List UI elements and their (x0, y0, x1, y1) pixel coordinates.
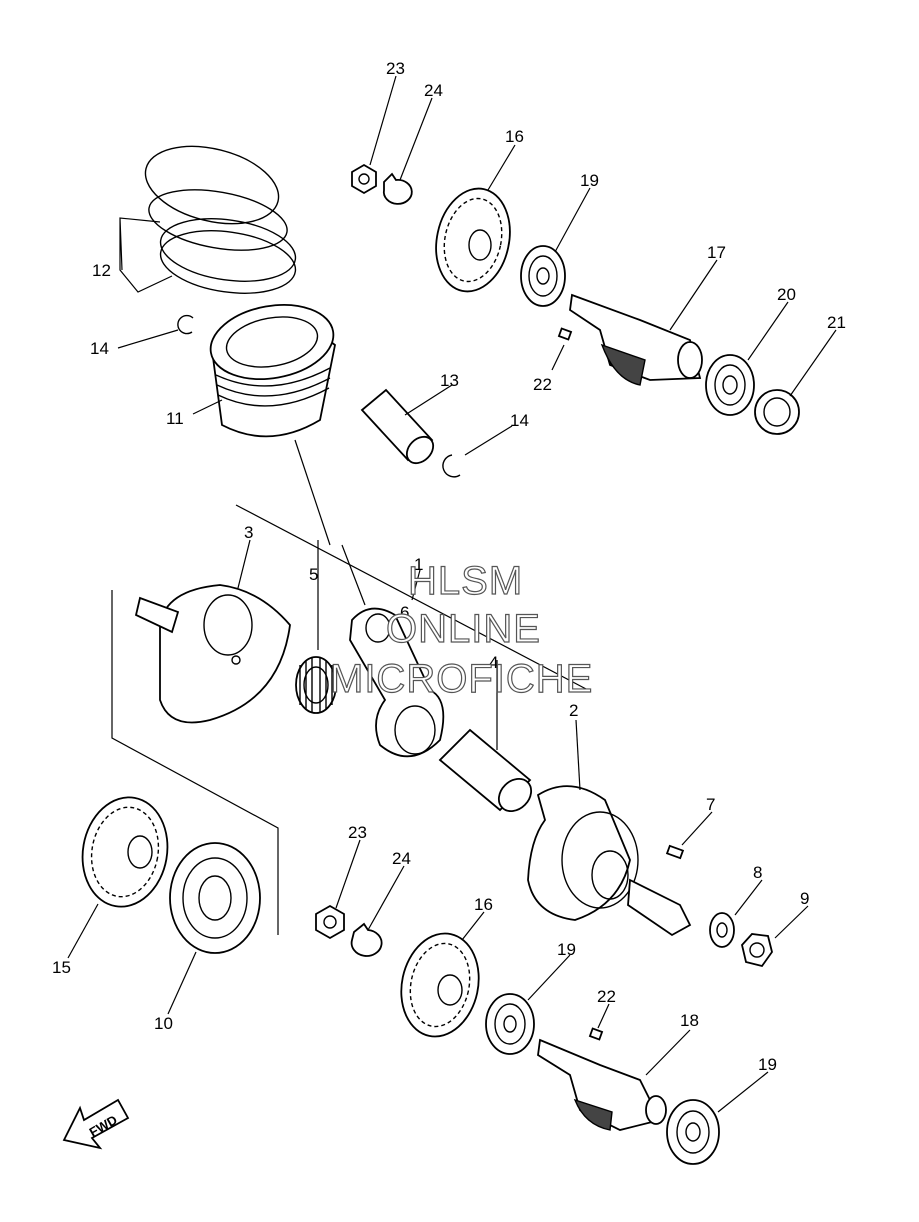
connecting-rod (349, 607, 445, 758)
callout-8: 8 (753, 863, 762, 882)
balancer-gear-bottom (400, 932, 480, 1038)
crank-nut-9 (741, 933, 773, 968)
oil-seal-21 (754, 389, 800, 435)
callout-16-top: 16 (505, 127, 524, 146)
piston (209, 304, 336, 438)
crank-web-left (134, 584, 291, 724)
crank-web-right (527, 785, 692, 937)
fwd-arrow-icon: FWD (62, 1098, 130, 1150)
piston-pin (360, 388, 435, 465)
callout-22-bottom: 22 (597, 987, 616, 1006)
woodruff-key-bottom (588, 1027, 604, 1041)
piston-rings (144, 145, 297, 294)
callout-21: 21 (827, 313, 846, 332)
main-bearing (169, 842, 261, 954)
crank-nut-bottom (315, 904, 345, 940)
needle-bearing (295, 656, 337, 714)
piston-pin-clip-right (442, 454, 461, 478)
callout-15: 15 (52, 958, 71, 977)
callout-6: 6 (400, 603, 409, 622)
bearing-20 (705, 354, 755, 416)
watermark-line-2: ONLINE (386, 607, 541, 651)
callout-14-left: 14 (90, 339, 109, 358)
callout-22-top: 22 (533, 375, 552, 394)
callout-14-right: 14 (510, 411, 529, 430)
primary-drive-gear (81, 796, 169, 908)
callout-labels: 23 24 16 19 17 20 21 22 12 14 11 13 14 3… (52, 59, 846, 1074)
bearing-bottom (666, 1099, 720, 1165)
bearing-mid (485, 993, 535, 1055)
callout-23-bottom: 23 (348, 823, 367, 842)
callout-3: 3 (244, 523, 253, 542)
callout-19-top: 19 (580, 171, 599, 190)
callout-17: 17 (707, 243, 726, 262)
bearing-top (520, 245, 566, 307)
callout-13: 13 (440, 371, 459, 390)
woodruff-key-crank (665, 844, 685, 860)
lock-washer-top (382, 172, 413, 205)
callout-20: 20 (777, 285, 796, 304)
callout-1: 1 (414, 555, 423, 574)
piston-pin-clip-left (177, 314, 194, 335)
watermark-line-1: HLSM (408, 559, 523, 603)
callout-9: 9 (800, 889, 809, 908)
callout-19-bottom: 19 (758, 1055, 777, 1074)
washer-8 (709, 912, 735, 948)
callout-10: 10 (154, 1014, 173, 1033)
watermark-line-3: MICROFICHE (330, 657, 593, 701)
callout-24-top: 24 (424, 81, 443, 100)
callout-2: 2 (569, 701, 578, 720)
callout-23-top: 23 (386, 59, 405, 78)
callout-11: 11 (166, 409, 184, 428)
lock-washer-bottom (350, 922, 383, 957)
callout-18: 18 (680, 1011, 699, 1030)
balancer-shaft-bottom (537, 1038, 667, 1131)
callout-16-bottom: 16 (474, 895, 493, 914)
crank-nut-top (351, 163, 377, 195)
woodruff-key-top (557, 327, 573, 341)
callout-4: 4 (489, 653, 498, 672)
balancer-gear-top (435, 187, 511, 293)
balancer-shaft-top (569, 293, 703, 386)
crank-pin (438, 728, 533, 813)
callout-12: 12 (92, 261, 111, 280)
callout-19-mid: 19 (557, 940, 576, 959)
leader-lines (67, 75, 837, 1113)
callout-5: 5 (309, 565, 318, 584)
callout-7: 7 (706, 795, 715, 814)
callout-24-bottom: 24 (392, 849, 411, 868)
watermark: HLSM ONLINE MICROFICHE (329, 558, 593, 701)
